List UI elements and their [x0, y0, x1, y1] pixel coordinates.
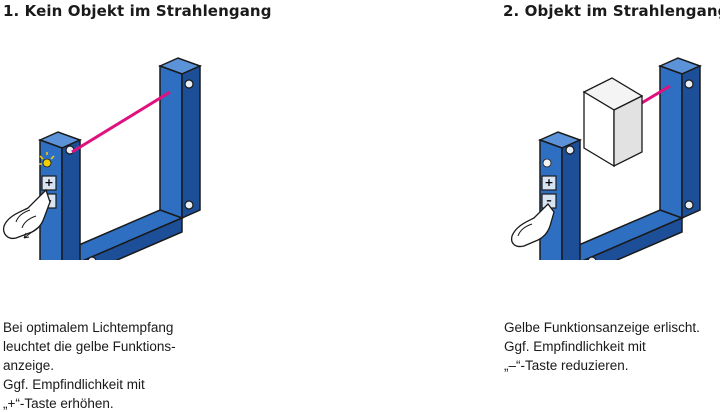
pointing-hand-icon — [2, 188, 51, 240]
description-line: Ggf. Empfindlichkeit mit — [3, 377, 145, 392]
plus-button[interactable]: + — [44, 176, 53, 189]
indicator-led-lit-icon — [39, 152, 55, 168]
description-line: „–“-Taste reduzieren. — [504, 358, 629, 373]
description-line: anzeige. — [3, 358, 55, 373]
object-box — [582, 77, 644, 168]
panel-1-description: Bei optimalem Lichtempfang leuchtet die … — [3, 318, 176, 413]
description-line: Gelbe Funktionsanzeige erlischt. — [504, 320, 700, 335]
minus-button[interactable]: – — [546, 194, 552, 207]
panel-1-illustration: + – — [2, 57, 201, 260]
fork-sensor — [39, 57, 201, 260]
panel-1-title: 1. Kein Objekt im Strahlengang — [3, 2, 272, 20]
panel-2-description: Gelbe Funktionsanzeige erlischt. Ggf. Em… — [504, 318, 700, 375]
description-line: leuchtet die gelbe Funktions- — [3, 339, 176, 354]
indicator-led-off-icon — [542, 158, 552, 168]
pointing-hand-icon — [510, 203, 555, 248]
panel-2-illustration: + – — [510, 57, 701, 260]
description-line: Ggf. Empfindlichkeit mit — [504, 339, 646, 354]
description-line: „+“-Taste erhöhen. — [3, 396, 114, 411]
light-beam — [71, 90, 171, 154]
panel-2-title: 2. Objekt im Strahlengang — [503, 2, 720, 20]
description-line: Bei optimalem Lichtempfang — [3, 320, 174, 335]
plus-button[interactable]: + — [544, 176, 553, 189]
